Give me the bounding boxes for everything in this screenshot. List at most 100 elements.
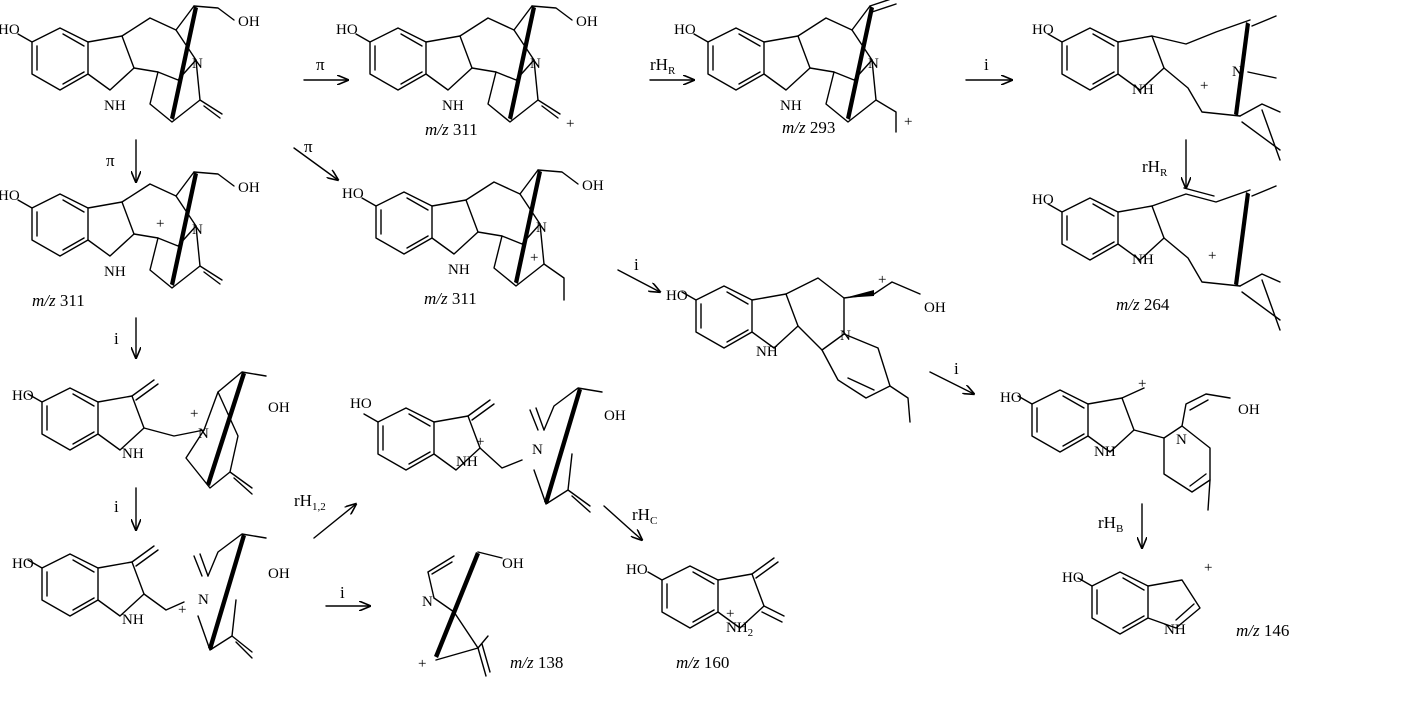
n-label: N <box>198 592 209 608</box>
nh-label: NH <box>1094 444 1116 460</box>
ho-label: HO <box>0 188 20 204</box>
nh-label: NH <box>1132 82 1154 98</box>
structure-row3-left: HO OH NH N + <box>12 371 290 495</box>
oh-label: OH <box>604 408 626 424</box>
arrow-i-diag-2 <box>929 371 974 394</box>
n-label: N <box>536 220 547 236</box>
arrow-label: i <box>634 255 639 274</box>
mz-label: m/z 146 <box>1236 621 1289 640</box>
ho-label: HO <box>1032 192 1054 208</box>
arrow-label: i <box>340 583 345 602</box>
mz-label: m/z 138 <box>510 653 563 672</box>
cation-plus: + <box>566 116 574 132</box>
nh-label: NH <box>104 264 126 280</box>
n-label: N <box>840 328 851 344</box>
structure-ring-opened: HO NH N + <box>1032 15 1281 161</box>
nh-label: NH <box>122 446 144 462</box>
structure-mz146: HO NH + <box>1062 560 1212 638</box>
ho-label: HO <box>342 186 364 202</box>
nh-label: NH <box>780 98 802 114</box>
n-label: N <box>532 442 543 458</box>
structure-row3-middle: HO OH NH N + <box>350 387 626 513</box>
cation-plus: + <box>530 250 538 266</box>
ho-label: HO <box>350 396 372 412</box>
structure-row4-left: HO OH NH N + <box>12 533 290 659</box>
ho-label: HO <box>336 22 358 38</box>
structure-mz138: OH N + <box>418 551 524 677</box>
cation-plus: + <box>156 216 164 232</box>
oh-label: OH <box>582 178 604 194</box>
structure-mz160: HO NH2 + <box>626 557 785 639</box>
nh-label: NH <box>442 98 464 114</box>
n-label: N <box>1176 432 1187 448</box>
cation-plus: + <box>904 114 912 130</box>
n-label: N <box>868 56 879 72</box>
nh-label: NH <box>756 344 778 360</box>
oh-label: OH <box>268 566 290 582</box>
structure-mz311-left: HO OH NH N + <box>0 171 260 289</box>
arrow-label: i <box>984 55 989 74</box>
n-label: N <box>422 594 433 610</box>
nh-label: NH <box>1132 252 1154 268</box>
arrow-label: rHB <box>1098 513 1123 535</box>
cation-plus: + <box>1204 560 1212 576</box>
mz-label: m/z 160 <box>676 653 729 672</box>
arrow-label: i <box>954 359 959 378</box>
n-label: N <box>530 56 541 72</box>
structure-parent: HO OH NH N <box>0 5 260 123</box>
structure-center-cation: HO OH NH N + <box>666 272 946 423</box>
mz-label: m/z 311 <box>425 120 478 139</box>
nh-label: NH <box>122 612 144 628</box>
arrow-label: rHC <box>632 505 657 527</box>
oh-label: OH <box>268 400 290 416</box>
oh-label: OH <box>576 14 598 30</box>
arrow-label: i <box>114 497 119 516</box>
cation-plus: + <box>178 602 186 618</box>
ho-label: HO <box>1062 570 1084 586</box>
nh-label: NH <box>104 98 126 114</box>
arrow-label: π <box>304 137 313 156</box>
cation-plus: + <box>476 434 484 450</box>
oh-label: OH <box>502 556 524 572</box>
nh-label: NH <box>448 262 470 278</box>
cation-plus: + <box>1138 376 1146 392</box>
cation-plus: + <box>190 406 198 422</box>
cation-plus: + <box>418 656 426 672</box>
n-label: N <box>192 222 203 238</box>
cation-plus: + <box>726 606 734 622</box>
arrow-i-diag-1 <box>617 269 660 292</box>
structure-mz264: HO NH + <box>1032 185 1281 331</box>
nh-label: NH <box>1164 622 1186 638</box>
mz-label: m/z 293 <box>782 118 835 137</box>
cation-plus: + <box>878 272 886 288</box>
ho-label: HO <box>12 556 34 572</box>
arrow-label: rHR <box>650 55 676 77</box>
arrow-pi-diag <box>293 147 338 180</box>
ho-label: HO <box>12 388 34 404</box>
oh-label: OH <box>1238 402 1260 418</box>
structure-row3-right: HO OH NH N + <box>1000 376 1260 511</box>
mz-label: m/z 264 <box>1116 295 1170 314</box>
oh-label: OH <box>924 300 946 316</box>
ho-label: HO <box>626 562 648 578</box>
arrow-rH12 <box>313 504 356 539</box>
ho-label: HO <box>666 288 688 304</box>
n-label: N <box>192 56 203 72</box>
arrow-label: π <box>316 55 325 74</box>
nh2-label: NH2 <box>726 620 753 639</box>
ho-label: HO <box>1032 22 1054 38</box>
ho-label: HO <box>1000 390 1022 406</box>
oh-label: OH <box>238 14 260 30</box>
structure-mz293: HO NH N + <box>674 0 912 133</box>
arrow-label: rHR <box>1142 157 1168 179</box>
mz-label: m/z 311 <box>424 289 477 308</box>
n-label: N <box>1232 64 1243 80</box>
n-label: N <box>198 426 209 442</box>
structure-mz311-middle: HO OH NH N + <box>342 169 604 301</box>
arrow-label: i <box>114 329 119 348</box>
oh-label: OH <box>238 180 260 196</box>
ho-label: HO <box>674 22 696 38</box>
cation-plus: + <box>1200 78 1208 94</box>
nh-label: NH <box>456 454 478 470</box>
